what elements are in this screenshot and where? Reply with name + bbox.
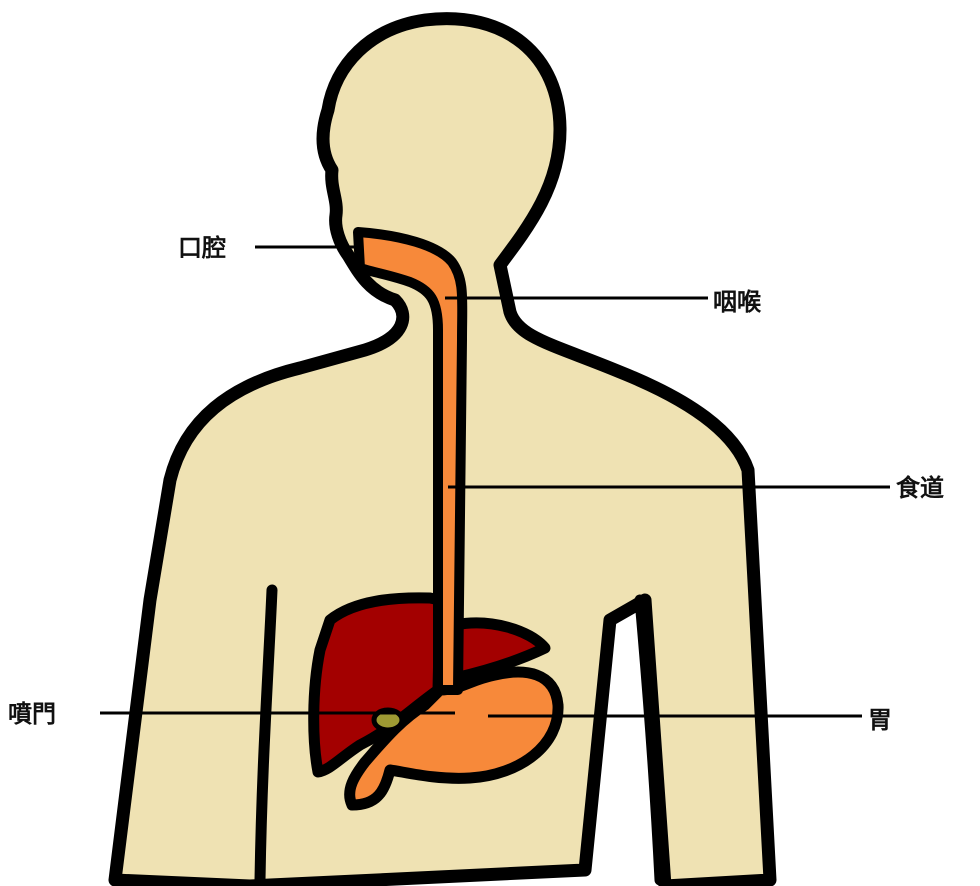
label-cardia: 噴門: [8, 699, 56, 728]
label-stomach: 胃: [868, 705, 892, 734]
label-oral-cavity: 口腔: [178, 233, 226, 262]
label-pharynx: 咽喉: [713, 287, 762, 316]
label-esophagus: 食道: [896, 473, 944, 502]
